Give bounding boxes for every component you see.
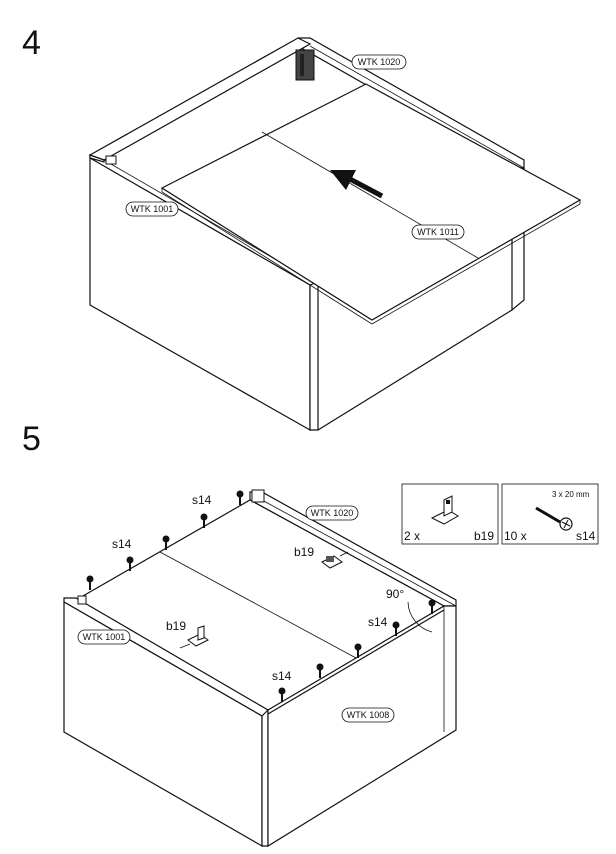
label-wtk1020-step5: WTK 1020: [305, 505, 359, 521]
step-number-4: 4: [22, 24, 41, 62]
screw-1: [86, 575, 94, 590]
screw-8: [354, 643, 362, 658]
screws-s14: [86, 490, 436, 702]
label-wtk1001-step4: WTK 1001: [125, 201, 179, 217]
screw-s14-icon: [535, 506, 573, 531]
parts-size-s14: 3 x 20 mm: [552, 490, 590, 499]
screw-3: [162, 535, 170, 550]
label-s14-c: s14: [272, 669, 292, 683]
bracket-b19-icon: [430, 495, 459, 525]
parts-qty-s14: 10 x: [504, 529, 527, 543]
svg-text:WTK 1001: WTK 1001: [131, 204, 174, 214]
svg-text:WTK 1020: WTK 1020: [358, 57, 401, 67]
label-wtk1020-step4: WTK 1020: [351, 54, 407, 70]
screw-5: [236, 490, 244, 505]
parts-box-b19: 2 x b19: [401, 483, 499, 545]
label-wtk1011-step4: WTK 1011: [411, 224, 465, 240]
parts-code-s14: s14: [576, 529, 596, 543]
screw-4: [200, 513, 208, 528]
angle-label: 90°: [386, 587, 404, 601]
screw-10: [428, 599, 436, 614]
screw-6: [278, 687, 286, 702]
svg-text:WTK 1001: WTK 1001: [83, 632, 126, 642]
screw-2: [126, 556, 134, 571]
label-wtk1001-step5: WTK 1001: [77, 629, 131, 645]
label-s14-d: s14: [368, 615, 388, 629]
slide-direction-arrow: [330, 170, 384, 199]
bracket-b19-left: [179, 625, 209, 649]
svg-text:WTK 1020: WTK 1020: [311, 508, 354, 518]
parts-qty-b19: 2 x: [404, 529, 420, 543]
label-s14-a: s14: [192, 493, 212, 507]
parts-code-b19: b19: [474, 529, 494, 543]
label-b19-a: b19: [166, 619, 186, 633]
screw-9: [392, 621, 400, 636]
label-s14-b: s14: [112, 537, 132, 551]
svg-text:WTK 1008: WTK 1008: [347, 710, 390, 720]
step-number-5: 5: [22, 420, 41, 458]
front-panel-1008: [267, 605, 457, 848]
screw-7: [316, 663, 324, 678]
parts-box-s14: 3 x 20 mm 10 x s14: [501, 483, 599, 545]
bracket-b19-right: [321, 551, 349, 569]
label-b19-b: b19: [294, 545, 314, 559]
step-4-drawer-assembly: WTK 1020 WTK 1001 WTK 1011: [88, 37, 582, 432]
label-wtk1008-step5: WTK 1008: [341, 707, 395, 723]
right-angle-arc: [407, 601, 433, 633]
svg-text:WTK 1011: WTK 1011: [417, 227, 459, 237]
step-5-drawer-assembly: 90° s14 s14 s14 s14: [63, 489, 457, 848]
cam-connector: [295, 49, 315, 81]
